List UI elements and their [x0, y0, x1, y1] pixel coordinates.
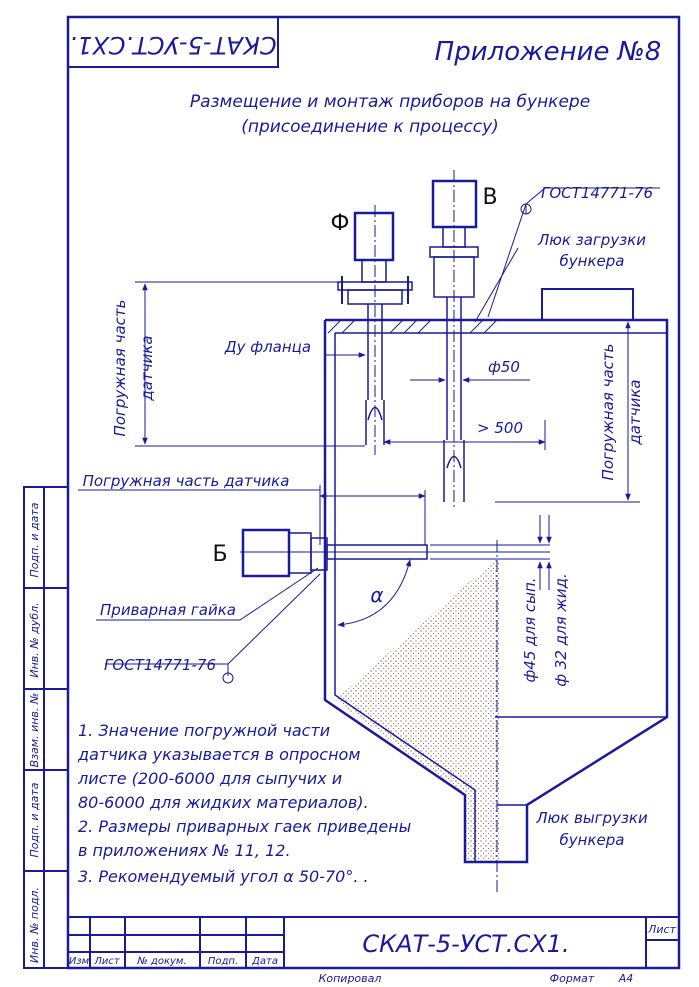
d50-label: ф50: [488, 358, 520, 376]
title-block-sheet: Лист: [647, 923, 676, 936]
hatch-unload-2: бункера: [560, 831, 625, 849]
notes: 1. Значение погружной части датчика указ…: [77, 721, 411, 886]
col-izm: Изм: [69, 956, 90, 967]
subtitle-line2: (присоединение к процессу): [241, 117, 499, 137]
side-stamp-column: [23, 486, 69, 969]
stamp-inv-podl: Инв. № подл.: [28, 887, 41, 963]
note-line: листе (200-6000 для сыпучих и: [77, 769, 342, 788]
label-v: В: [482, 185, 497, 210]
col-podp: Подп.: [208, 956, 238, 967]
stamp-inv-dubl: Инв. № дубл.: [28, 602, 41, 677]
col-doc: № докум.: [136, 956, 186, 967]
mirrored-code: СКАТ-5-УСТ.СХ1.: [69, 31, 276, 59]
subtitle-line1: Размещение и монтаж приборов на бункере: [190, 92, 590, 112]
title-block-code: СКАТ-5-УСТ.СХ1.: [362, 930, 569, 958]
immersion-right-1: Погружная часть: [599, 344, 617, 481]
hatch-unload-1: Люк выгрузки: [535, 809, 648, 827]
flange-label: Ду фланца: [224, 338, 311, 356]
phi45-label: ф45 для сып.: [521, 577, 539, 682]
gost-bottom-marker: [222, 672, 234, 684]
stamp-podp-data-1: Подп. и дата: [28, 782, 41, 857]
note-line: 1. Значение погружной части: [78, 721, 330, 740]
phi32-label: ф 32 для жид.: [552, 573, 570, 687]
title-block: [68, 916, 679, 968]
hatch-load-2: бункера: [560, 252, 625, 270]
bulk-material: [335, 560, 495, 862]
immersion-horizontal: Погружная часть датчика: [83, 472, 290, 490]
gost-bottom: ГОСТ14771-76: [104, 656, 216, 674]
note-line: датчика указывается в опросном: [77, 745, 360, 764]
gost-top: ГОСТ14771-76: [541, 184, 653, 202]
gost-top-marker: [520, 203, 532, 215]
format-value: А4: [618, 972, 634, 985]
mirrored-code-box: [67, 16, 279, 68]
stamp-podp-data-2: Подп. и дата: [28, 502, 41, 577]
label-b: Б: [212, 542, 227, 567]
immersion-left-1: Погружная часть: [111, 300, 129, 437]
weld-nut-label: Приварная гайка: [100, 601, 236, 619]
dimension-lines: [78, 170, 660, 895]
appendix-title: Приложение №8: [435, 37, 662, 67]
gt500-label: > 500: [477, 419, 523, 437]
note-line: 80-6000 для жидких материалов).: [78, 793, 369, 812]
immersion-right-2: датчика: [626, 379, 644, 445]
note-line: 3. Рекомендуемый угол α 50-70°. .: [78, 867, 369, 886]
col-list: Лист: [93, 956, 121, 967]
note-line: в приложениях № 11, 12.: [78, 841, 291, 860]
format-label: Формат: [550, 972, 595, 985]
stamp-vzam-inv: Взам. инв. №: [28, 693, 41, 768]
copied-label: Копировал: [319, 972, 382, 985]
col-data: Дата: [251, 956, 278, 967]
label-f: Ф: [331, 211, 350, 236]
alpha-label: α: [370, 583, 383, 607]
immersion-left-2: датчика: [138, 335, 156, 401]
note-line: 2. Размеры приварных гаек приведены: [78, 817, 411, 836]
hatch-load-1: Люк загрузки: [537, 231, 646, 249]
